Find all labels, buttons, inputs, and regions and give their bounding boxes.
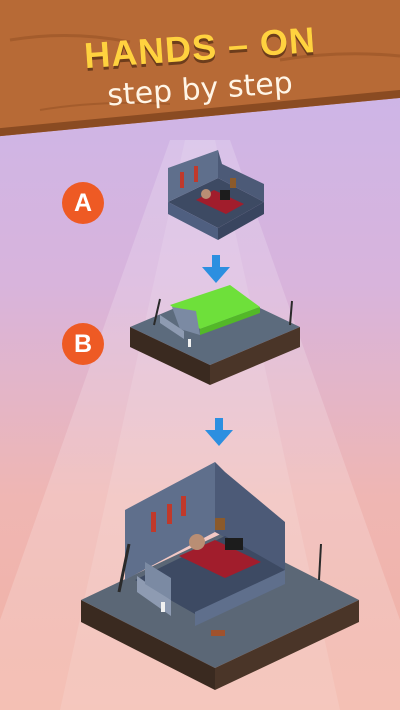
down-arrow-icon bbox=[202, 255, 230, 283]
finished-build-model bbox=[81, 462, 359, 690]
step-b-badge: B bbox=[62, 323, 104, 365]
island-base-model bbox=[130, 285, 300, 385]
down-arrow-icon bbox=[205, 418, 233, 446]
wood-banner bbox=[0, 0, 400, 137]
step-a-badge: A bbox=[62, 182, 104, 224]
room-model bbox=[168, 150, 264, 240]
